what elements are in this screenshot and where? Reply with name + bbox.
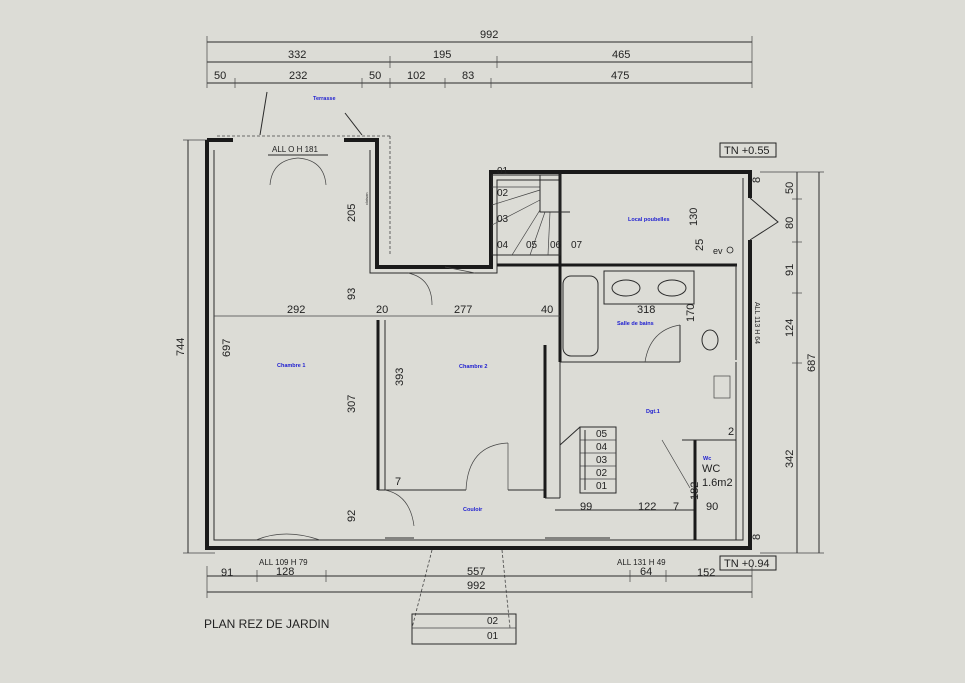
- dim-93: 93: [346, 288, 358, 300]
- mark-right-top: 8: [751, 177, 763, 183]
- dim-122: 122: [638, 501, 656, 513]
- cloison-tag: cloison: [364, 193, 369, 205]
- stair-mid-03: 03: [596, 455, 608, 466]
- ev-label: ev: [713, 246, 723, 256]
- dim-right-342: 342: [784, 450, 796, 468]
- dim-205: 205: [346, 204, 358, 222]
- terrace-door: [217, 91, 391, 255]
- bottom-openings: [255, 533, 610, 645]
- dim-bottom-overall: 992: [467, 580, 485, 592]
- dim-bottom-152: 152: [697, 567, 715, 579]
- stair-top-05: 05: [526, 240, 538, 251]
- local-door: [749, 197, 779, 241]
- dim-bottom-64: 64: [640, 566, 652, 578]
- dim-7a: 7: [395, 476, 401, 488]
- stair-top-06: 06: [550, 240, 562, 251]
- level-bottom: TN +0.94: [724, 558, 770, 570]
- stair-top-02: 02: [497, 188, 509, 199]
- dim-top-475: 475: [611, 70, 629, 82]
- dim-right-687: 687: [806, 354, 818, 372]
- dim-182: 182: [689, 482, 701, 500]
- dim-20: 20: [376, 304, 388, 316]
- dim-top-50a: 50: [214, 70, 226, 82]
- dim-99: 99: [580, 501, 592, 513]
- stair-top-04: 04: [497, 240, 509, 251]
- room-couloir: Couloir: [463, 507, 483, 513]
- dim-25: 25: [694, 239, 706, 251]
- stair-out-02: 02: [487, 616, 499, 627]
- dim-top-195: 195: [433, 49, 451, 61]
- room-wc-label: WC: [702, 463, 720, 475]
- plan-title: PLAN REZ DE JARDIN: [204, 617, 329, 631]
- level-top: TN +0.55: [724, 145, 770, 157]
- dim-307: 307: [346, 395, 358, 413]
- room-terrasse: Terrasse: [313, 96, 336, 102]
- stairs-mid: [559, 426, 617, 494]
- dim-top-465: 465: [612, 49, 630, 61]
- dim-left-744: 744: [175, 338, 187, 356]
- dim-277: 277: [454, 304, 472, 316]
- dim-170: 170: [685, 304, 697, 322]
- stairs-top: [491, 174, 570, 256]
- dim-bottom-128: 128: [276, 566, 294, 578]
- bottom-dimension-lines: [206, 566, 753, 598]
- dim-right-91: 91: [784, 264, 796, 276]
- dim-top-102: 102: [407, 70, 425, 82]
- dim-bottom-91: 91: [221, 567, 233, 579]
- bath-fixtures: [562, 270, 731, 399]
- dim-bottom-557: 557: [467, 566, 485, 578]
- stair-mid-01: 01: [596, 481, 608, 492]
- dim-top-overall: 992: [480, 29, 498, 41]
- dim-top-50b: 50: [369, 70, 381, 82]
- stair-mid-05: 05: [596, 429, 608, 440]
- dim-top-83: 83: [462, 70, 474, 82]
- opening-top-door: ALL O H 181: [272, 145, 319, 154]
- stair-top-07: 07: [571, 240, 583, 251]
- dim-top-332: 332: [288, 49, 306, 61]
- dim-7b: 7: [673, 501, 679, 513]
- room-chambre-2: Chambre 2: [459, 364, 487, 370]
- level-box-bottom: [719, 555, 777, 571]
- stair-out-01: 01: [487, 631, 499, 642]
- room-local-poubelles: Local poubelles: [628, 217, 670, 223]
- opening-bottom-right: ALL 131 H 49: [617, 558, 666, 567]
- stair-top-03: 03: [497, 214, 509, 225]
- interior-walls: [214, 172, 737, 540]
- dim-393: 393: [394, 368, 406, 386]
- dim-top-232: 232: [289, 70, 307, 82]
- dim-2: 2: [728, 426, 734, 438]
- room-dgt: Dgt.1: [646, 409, 660, 415]
- room-wc-area: 1.6m2: [702, 477, 733, 489]
- room-wc-tag: Wc: [703, 456, 711, 462]
- stair-top-01: 01: [497, 166, 509, 177]
- level-box-top: [719, 142, 777, 158]
- dim-right-50: 50: [784, 182, 796, 194]
- dim-right-124: 124: [784, 319, 796, 337]
- dim-40: 40: [541, 304, 553, 316]
- room-chambre-1: Chambre 1: [277, 363, 305, 369]
- opening-bottom-left: ALL 109 H 79: [259, 558, 308, 567]
- stair-mid-04: 04: [596, 442, 608, 453]
- top-dimension-lines: [206, 36, 753, 88]
- dim-92: 92: [346, 510, 358, 522]
- dim-292: 292: [287, 304, 305, 316]
- interior-doors: [384, 266, 691, 527]
- dim-130: 130: [688, 208, 700, 226]
- stair-mid-02: 02: [596, 468, 608, 479]
- room-salle-de-bains: Salle de bains: [617, 321, 654, 327]
- mark-right-bottom: 8: [751, 534, 763, 540]
- dim-318: 318: [637, 304, 655, 316]
- side-dimension-lines: [183, 139, 824, 554]
- opening-right-window: ALL 113 H 64: [753, 302, 760, 344]
- exterior-walls: [205, 138, 752, 550]
- ev-circle: [726, 246, 734, 254]
- dim-right-80: 80: [784, 217, 796, 229]
- dim-90: 90: [706, 501, 718, 513]
- dim-left-697: 697: [221, 339, 233, 357]
